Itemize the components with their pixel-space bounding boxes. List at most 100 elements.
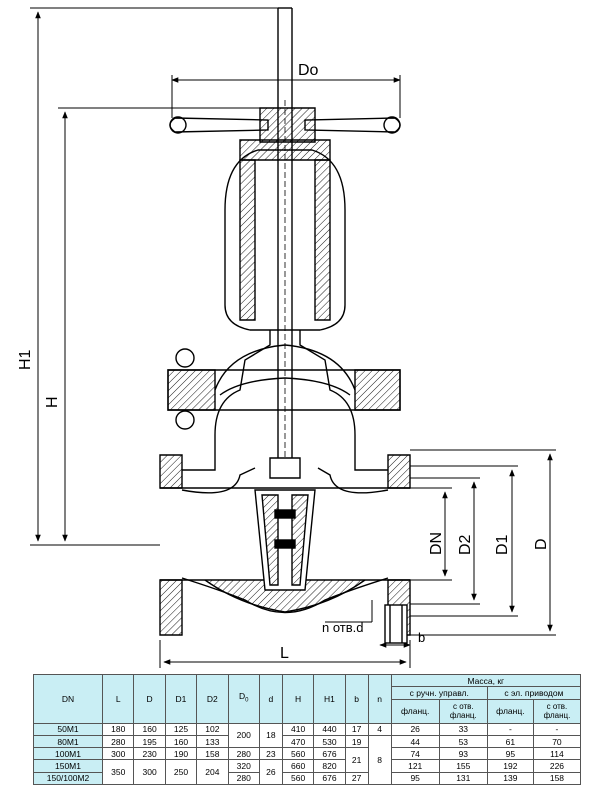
header-n: n <box>367 674 392 724</box>
table-row: 150М1 350 300 250 204 320 26 660 820 121… <box>32 759 582 786</box>
cell-mass-2: 53 <box>438 734 488 749</box>
cell-d2: 102 <box>196 722 229 736</box>
cell-mass-2: 131 <box>438 771 488 786</box>
cell-b: 27 <box>344 771 369 786</box>
header-electric: с эл. приводом <box>486 686 582 700</box>
cell-h: 560 <box>281 747 315 761</box>
label-h: H <box>44 396 61 408</box>
header-dn: DN <box>32 674 104 724</box>
cell-b: 19 <box>344 734 369 749</box>
cell-b: 17 <box>344 722 369 736</box>
cell-dn: 100М1 <box>32 747 104 761</box>
cell-small-d: 26 <box>258 759 283 786</box>
spec-table: DN L D D1 D2 D0 d H H1 b n Масса, кг с р… <box>32 673 582 786</box>
table-row: 100М1 300 230 190 158 280 23 560 676 21 … <box>32 747 582 773</box>
cell-mass-1: 44 <box>390 734 440 749</box>
header-counter-flanged-2: с отв. фланц. <box>532 698 582 724</box>
label-h1: H1 <box>17 349 34 370</box>
cell-d2: 158 <box>196 747 229 761</box>
cell-l: 350 <box>102 759 135 786</box>
cell-dn: 50М1 <box>32 722 104 736</box>
cell-d0: 200 <box>227 722 260 749</box>
header-flanged-1: фланц. <box>390 698 440 724</box>
dimension-labels: Do H1 H DN D2 D1 D n отв.d b L <box>17 62 550 662</box>
cell-d1: 125 <box>164 722 198 736</box>
cell-small-d: 18 <box>258 722 283 749</box>
cell-d1: 250 <box>164 759 198 786</box>
cell-d: 160 <box>133 722 166 736</box>
label-dn: DN <box>428 532 445 555</box>
label-do: Do <box>298 62 319 79</box>
cell-mass-3: 192 <box>486 759 534 773</box>
cell-mass-4: - <box>532 722 582 736</box>
cell-d: 230 <box>133 747 166 761</box>
header-h: H <box>281 674 315 724</box>
cell-d2: 133 <box>196 734 229 749</box>
cell-b: 21 <box>344 747 369 773</box>
cell-h1: 440 <box>313 722 346 736</box>
cell-d: 195 <box>133 734 166 749</box>
header-small-d: d <box>258 674 283 724</box>
cell-d: 300 <box>133 759 166 786</box>
cell-n: 4 <box>367 722 392 736</box>
cell-h1: 530 <box>313 734 346 749</box>
cell-d1: 160 <box>164 734 198 749</box>
header-h1: H1 <box>313 674 346 724</box>
cell-dn: 80М1 <box>32 734 104 749</box>
cell-small-d: 23 <box>258 747 283 761</box>
header-manual: с ручн. управл. <box>390 686 488 700</box>
cell-mass-2: 33 <box>438 722 488 736</box>
header-counter-flanged-1: с отв. фланц. <box>438 698 488 724</box>
header-row-2: с ручн. управл. с эл. приводом <box>34 686 582 700</box>
cell-mass-4: 114 <box>532 747 582 761</box>
valve-drawing: Do H1 H DN D2 D1 D n отв.d b L <box>17 7 556 668</box>
cell-l: 180 <box>102 722 135 736</box>
valve-body <box>159 7 411 644</box>
cell-dn: 150М1 <box>32 759 104 773</box>
header-d: D <box>133 674 166 724</box>
cell-l: 300 <box>102 747 135 761</box>
cell-mass-1: 26 <box>390 722 440 736</box>
cell-d0: 280 <box>227 771 260 786</box>
cell-mass-4: 158 <box>532 771 582 786</box>
cell-h1: 820 <box>313 759 346 773</box>
dimension-lines <box>30 7 556 668</box>
header-mass: Масса, кг <box>390 673 582 688</box>
cell-l: 280 <box>102 734 135 749</box>
label-l: L <box>280 645 289 662</box>
cell-d2: 204 <box>196 759 229 786</box>
header-row-1: DN L D D1 D2 D0 d H H1 b n Масса, кг <box>32 673 582 724</box>
cell-mass-3: 61 <box>486 734 534 749</box>
cell-h: 470 <box>281 734 315 749</box>
header-d2: D2 <box>196 674 229 724</box>
cell-h1: 676 <box>313 747 346 761</box>
cell-n: 8 <box>367 734 392 786</box>
cell-h: 410 <box>281 722 315 736</box>
table-row: 150/100М2 280 560 676 27 95 131 139 158 <box>32 771 582 786</box>
label-holes: n отв.d <box>322 620 364 635</box>
cell-mass-3: 95 <box>486 747 534 761</box>
cell-mass-4: 70 <box>532 734 582 749</box>
cell-mass-2: 93 <box>438 747 488 761</box>
label-d2: D2 <box>457 534 474 555</box>
cell-mass-3: 139 <box>486 771 534 786</box>
header-row-3: фланц. с отв. фланц. фланц. с отв. фланц… <box>34 698 582 724</box>
cell-h: 560 <box>281 771 315 786</box>
label-d1: D1 <box>494 534 511 555</box>
cell-mass-4: 226 <box>532 759 582 773</box>
cell-mass-3: - <box>486 722 534 736</box>
cell-dn: 150/100М2 <box>32 771 104 786</box>
table-row: 80М1 280 195 160 133 470 530 19 8 44 53 … <box>32 734 582 786</box>
label-b: b <box>418 630 425 645</box>
cell-d0: 320 <box>227 759 260 773</box>
table-row: 50М1 180 160 125 102 200 18 410 440 17 4… <box>32 722 582 749</box>
header-l: L <box>102 674 135 724</box>
label-d: D <box>533 538 550 550</box>
header-d0: D0 <box>227 674 260 724</box>
cell-h: 660 <box>281 759 315 773</box>
cell-h1: 676 <box>313 771 346 786</box>
header-d1: D1 <box>164 674 198 724</box>
cell-mass-2: 155 <box>438 759 488 773</box>
header-flanged-2: фланц. <box>486 698 534 724</box>
cell-mass-1: 74 <box>390 747 440 761</box>
